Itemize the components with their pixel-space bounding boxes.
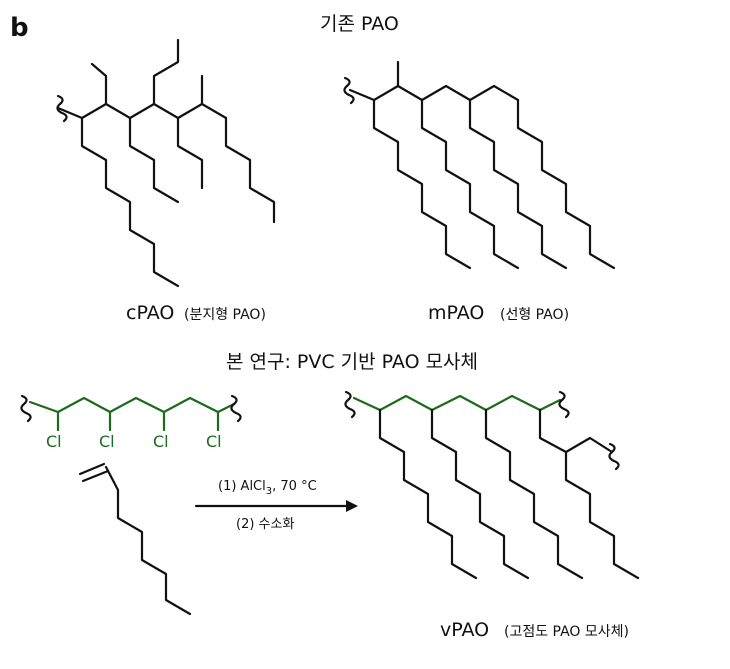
cpao-branch-3 — [128, 116, 180, 204]
pvc-cl-label-1: Cl — [46, 432, 62, 451]
mpao-detail: (선형 PAO) — [500, 307, 569, 323]
cpao-detail: (분지형 PAO) — [184, 307, 266, 323]
octene-double-bond-b — [81, 469, 110, 483]
cpao-branch-1 — [80, 116, 180, 288]
mpao-chain-3 — [468, 98, 568, 270]
mpao-chain-4 — [516, 98, 616, 270]
vpao-name: vPAO — [440, 619, 489, 641]
mpao-chain-2 — [420, 98, 520, 270]
cpao-branch-2 — [90, 62, 108, 106]
mpao-wavy-bond — [343, 76, 355, 105]
cpao-backbone — [56, 102, 228, 120]
reaction-arrow-head — [346, 500, 358, 512]
bottom-title: 본 연구: PVC 기반 PAO 모사체 — [226, 351, 478, 373]
cpao-structure — [56, 38, 276, 288]
pvc-wavy-bond-right — [230, 394, 242, 423]
panel-label: b — [10, 13, 29, 43]
cpao-name: cPAO — [126, 302, 174, 324]
top-title: 기존 PAO — [320, 13, 399, 35]
pvc-backbone — [28, 396, 236, 414]
cpao-branch-5 — [176, 116, 204, 190]
vpao-chain-1 — [378, 408, 478, 580]
mpao-backbone — [348, 84, 520, 102]
octene-structure — [78, 462, 192, 616]
octene-double-bond-a — [78, 462, 106, 476]
vpao-detail: (고점도 PAO 모사체) — [504, 624, 629, 640]
vpao-chain-4-branch — [564, 436, 614, 454]
cpao-branch-7 — [224, 116, 276, 224]
pvc-structure: Cl Cl Cl Cl — [20, 394, 242, 451]
vpao-structure — [344, 390, 640, 580]
pvc-cl-label-4: Cl — [206, 432, 222, 451]
vpao-backbone — [352, 394, 562, 412]
reaction-arrow-group: (1) AlCl3, 70 °C (2) 수소화 — [194, 479, 358, 532]
pvc-wavy-bond-left — [20, 394, 32, 423]
mpao-chain-1 — [372, 98, 472, 270]
mpao-structure — [343, 60, 616, 270]
pvc-cl-label-3: Cl — [153, 432, 169, 451]
pvc-cl-label-2: Cl — [99, 432, 115, 451]
vpao-wavy-bond-right — [558, 390, 570, 419]
vpao-wavy-bond-left — [344, 390, 356, 419]
reaction-step-2: (2) 수소화 — [236, 517, 294, 532]
vpao-wavy-bond-branch — [608, 442, 620, 471]
cpao-branch-4 — [152, 38, 180, 106]
reaction-step-1: (1) AlCl3, 70 °C — [218, 479, 317, 497]
vpao-chain-4 — [538, 408, 640, 580]
mpao-name: mPAO — [428, 302, 484, 324]
vpao-chain-3 — [484, 408, 584, 580]
octene-chain — [104, 465, 192, 616]
vpao-chain-2 — [430, 408, 530, 580]
